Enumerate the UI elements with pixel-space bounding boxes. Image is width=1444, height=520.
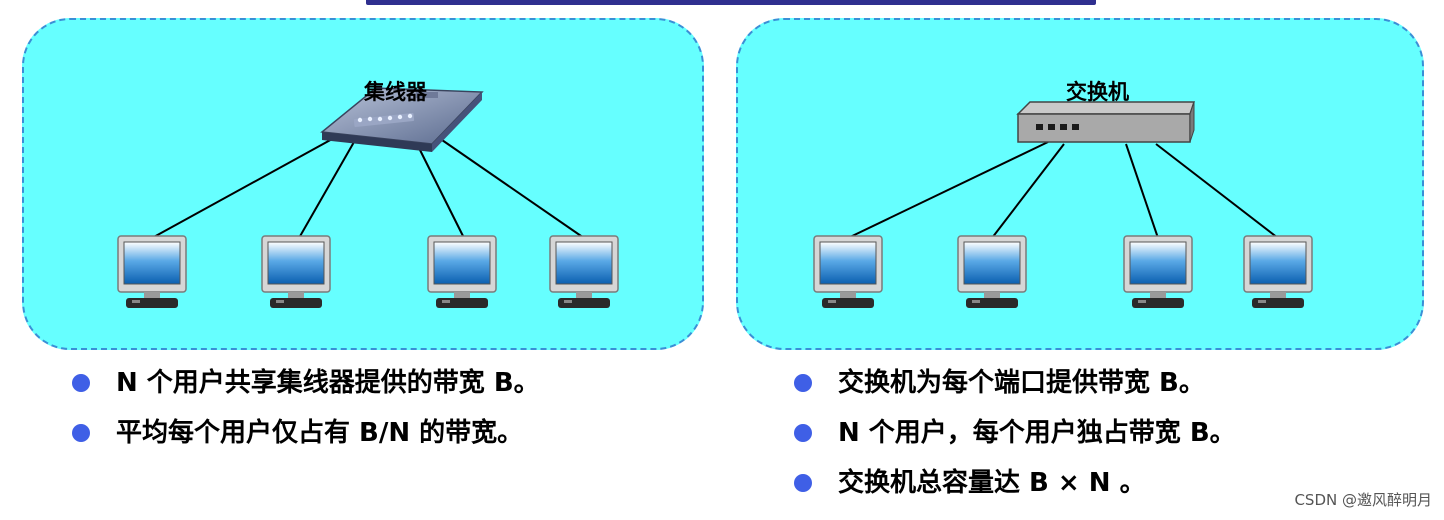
switch-icon — [1016, 101, 1196, 143]
link-line — [298, 141, 355, 239]
switch-links — [847, 141, 1279, 239]
hub-links — [151, 137, 585, 239]
link-line — [847, 141, 1049, 239]
bullet-icon — [72, 374, 90, 392]
watermark: CSDN @邀风醉明月 — [1294, 491, 1432, 509]
switch-computers — [813, 235, 1313, 309]
link-line — [151, 137, 335, 239]
link-line — [416, 143, 465, 239]
link-line — [991, 143, 1065, 239]
hub-network-panel: 集线器 — [22, 18, 704, 350]
hub-network-diagram — [117, 87, 619, 309]
bullet-text: 交换机总容量达 B × N 。 — [838, 468, 1146, 498]
bullet-text: 平均每个用户仅占有 B/N 的带宽。 — [116, 418, 524, 448]
bullet-text: 交换机为每个端口提供带宽 B。 — [838, 368, 1205, 398]
computer-monitor-icon — [117, 235, 187, 309]
computer-monitor-icon — [427, 235, 497, 309]
computer-monitor-icon — [813, 235, 883, 309]
bullet-icon — [794, 424, 812, 442]
switch-network-panel: 交换机 — [736, 18, 1424, 350]
bullet-text: N 个用户共享集线器提供的带宽 B。 — [116, 368, 540, 398]
bullet-icon — [794, 474, 812, 492]
computer-monitor-icon — [261, 235, 331, 309]
link-line — [1125, 143, 1159, 239]
bullet-icon — [794, 374, 812, 392]
computer-monitor-icon — [549, 235, 619, 309]
computer-monitor-icon — [1123, 235, 1193, 309]
computer-monitor-icon — [1243, 235, 1313, 309]
hub-computers — [117, 235, 619, 309]
title-underline — [366, 0, 1096, 5]
hub-label: 集线器 — [364, 80, 427, 104]
link-line — [441, 139, 585, 239]
switch-label: 交换机 — [1066, 80, 1129, 104]
bullet-text: N 个用户，每个用户独占带宽 B。 — [838, 418, 1236, 448]
link-line — [1155, 143, 1279, 239]
switch-network-diagram — [813, 101, 1313, 309]
bullet-icon — [72, 424, 90, 442]
hub-icon — [320, 87, 484, 152]
computer-monitor-icon — [957, 235, 1027, 309]
